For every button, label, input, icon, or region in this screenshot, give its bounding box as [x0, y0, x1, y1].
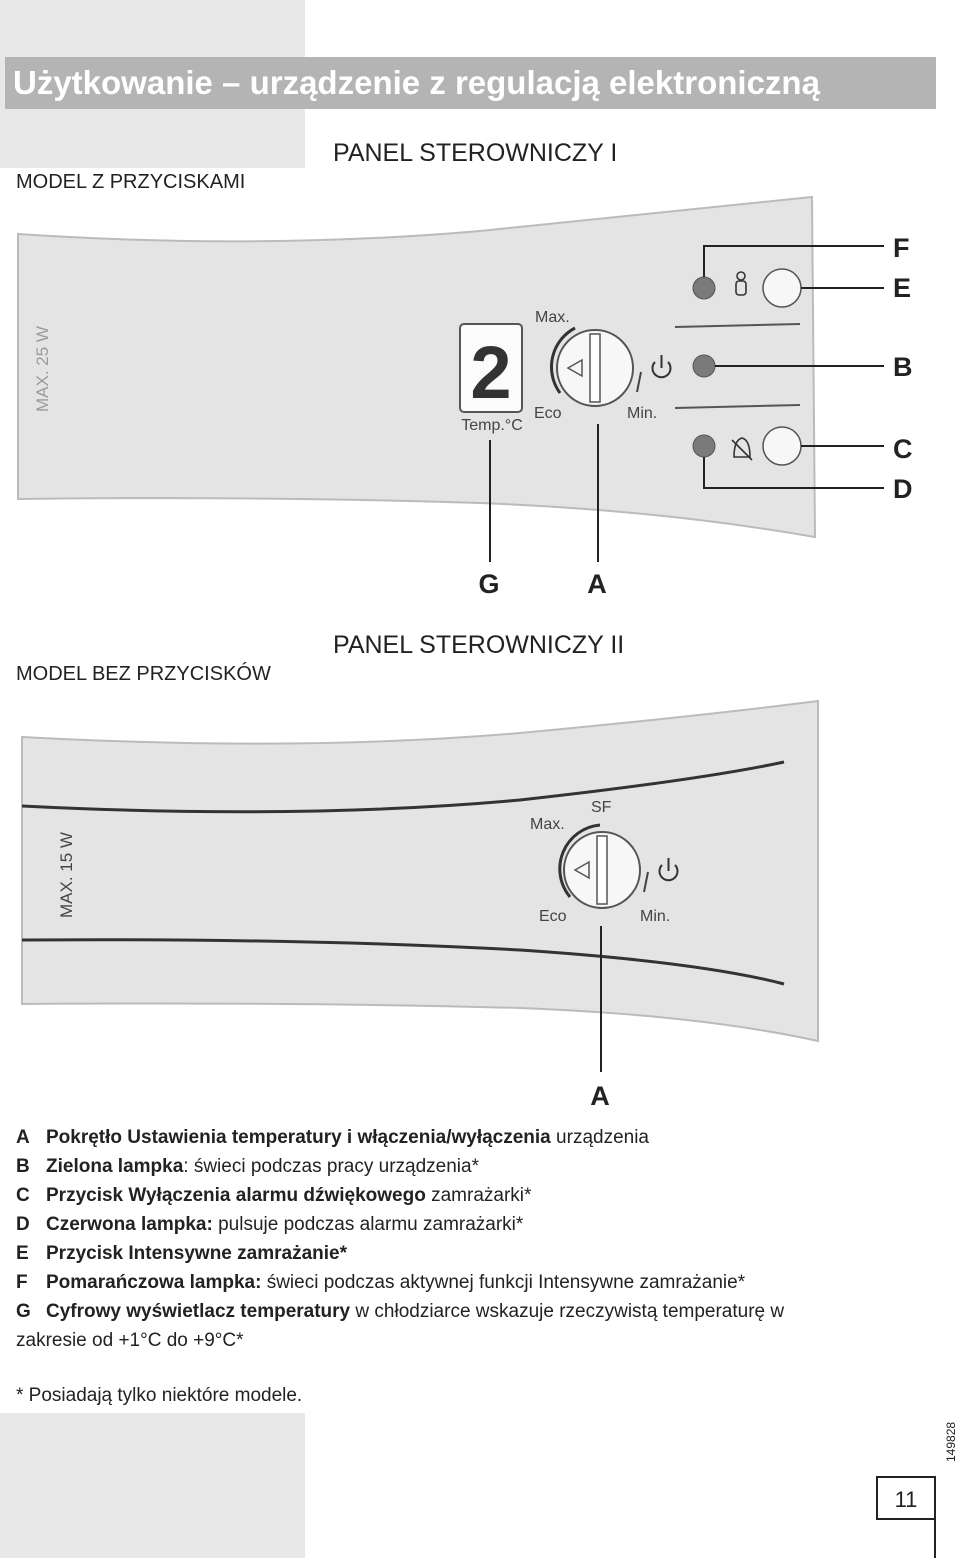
fast-freeze-button[interactable] [762, 268, 802, 308]
panel-2-groove-top [21, 760, 785, 814]
panel-2-body [21, 699, 819, 1043]
power-icon [658, 858, 679, 882]
knob-min-label: Min. [640, 908, 670, 925]
red-lamp [692, 434, 716, 458]
green-lamp [692, 354, 716, 378]
page-rule [934, 1520, 936, 1558]
knob-min-label: Min. [627, 405, 657, 422]
callout-g: G [478, 569, 499, 599]
document-id: 149828 [944, 1421, 958, 1462]
display-digit: 2 [470, 331, 511, 414]
knob-eco-label: Eco [534, 405, 562, 422]
bulb-rating-label: MAX. 25 W [33, 326, 52, 412]
control-panel-1-diagram: MAX. 25 W 2 Temp.°C Max. Eco Min. F E B … [17, 195, 913, 599]
knob-indicator-icon [566, 358, 583, 378]
callout-f: F [893, 233, 910, 263]
page-title: Użytkowanie – urządzenie z regulacją ele… [5, 57, 936, 109]
temp-label: Temp.°C [461, 417, 523, 434]
footnote: * Posiadają tylko niektóre modele. [16, 1385, 303, 1406]
sidebar-background-bottom [0, 1413, 305, 1558]
bulb-rating-label: MAX. 15 W [57, 832, 76, 918]
knob-indicator-icon [573, 860, 590, 880]
callout-b: B [893, 352, 913, 382]
knob-sf-label: SF [591, 799, 612, 816]
knob-eco-label: Eco [539, 908, 567, 925]
knob-grip [589, 333, 601, 403]
separator [674, 404, 801, 409]
control-panel-2-diagram: MAX. 15 W Max. SF Eco Min. A [21, 699, 819, 1111]
knob-scale-arc [558, 823, 601, 898]
callout-d: D [893, 474, 913, 504]
temperature-display [459, 323, 523, 413]
panel-1-body [17, 195, 817, 539]
bell-off-icon [731, 437, 753, 461]
snowman-icon [735, 271, 747, 296]
knob-grip [596, 835, 608, 905]
alarm-off-button[interactable] [762, 426, 802, 466]
callout-c: C [893, 434, 913, 464]
panel-2-groove-bottom [21, 938, 785, 986]
panel-2-heading: PANEL STEROWNICZY II [333, 631, 625, 659]
callout-a: A [590, 1081, 610, 1111]
callout-e: E [893, 273, 911, 303]
knob-max-label: Max. [530, 816, 565, 833]
panel-1-heading: PANEL STEROWNICZY I [333, 139, 618, 167]
knob-max-label: Max. [535, 309, 570, 326]
model-label-buttons: MODEL Z PRZYCISKAMI [16, 171, 246, 193]
page-number: 11 [876, 1476, 936, 1520]
legend-continuation: zakresie od +1°C do +9°C* [16, 1330, 244, 1351]
model-label-no-buttons: MODEL BEZ PRZYCISKÓW [16, 663, 271, 685]
callout-a: A [587, 569, 607, 599]
orange-lamp [692, 276, 716, 300]
separator [674, 323, 801, 328]
power-icon [651, 355, 672, 379]
knob-scale-arc [549, 326, 576, 394]
